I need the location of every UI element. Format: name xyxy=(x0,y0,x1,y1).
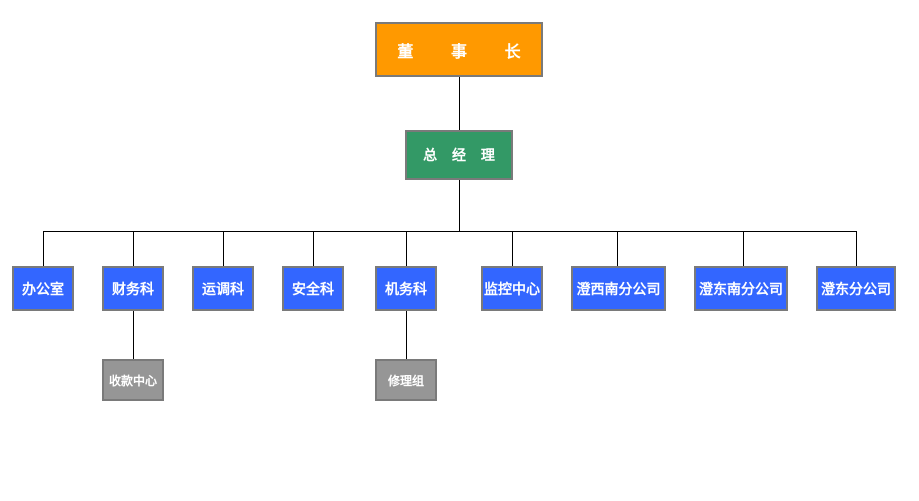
dept-chengdong-branch: 澄东分公司 xyxy=(816,266,896,311)
dept-dispatch: 运调科 xyxy=(192,266,254,311)
dept-office: 办公室 xyxy=(12,266,74,311)
dept-safety: 安全科 xyxy=(282,266,344,311)
chairman-node: 董 事 长 xyxy=(375,22,543,77)
dept-finance: 财务科 xyxy=(102,266,164,311)
dept-mechanical: 机务科 xyxy=(375,266,437,311)
sub-repair-team: 修理组 xyxy=(375,359,437,401)
dept-chengxinan-branch: 澄西南分公司 xyxy=(571,266,666,311)
dept-monitoring-center: 监控中心 xyxy=(481,266,543,311)
dept-chengdongnan-branch: 澄东南分公司 xyxy=(694,266,788,311)
general-manager-node: 总 经 理 xyxy=(405,130,513,180)
sub-collection-center: 收款中心 xyxy=(102,359,164,401)
